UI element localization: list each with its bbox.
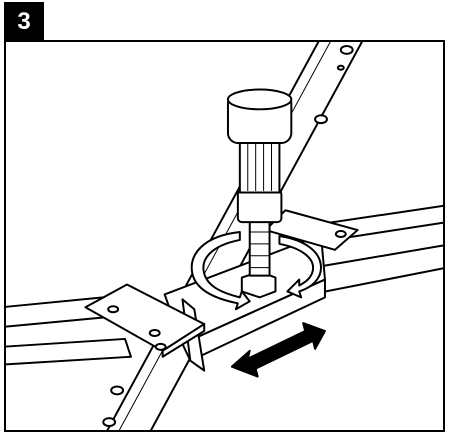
illustration-frame	[4, 40, 445, 432]
leveling-foot	[226, 88, 293, 299]
left-plate-edge	[161, 323, 206, 358]
step-number-badge: 3	[4, 2, 44, 42]
bar-hole	[339, 44, 354, 55]
flange-hole	[334, 230, 347, 238]
right-flange	[264, 209, 359, 251]
bar-hole	[336, 64, 345, 71]
step-number: 3	[17, 8, 31, 35]
left-bar	[6, 296, 109, 328]
plate-hole	[148, 329, 161, 337]
bracket-wall	[181, 278, 326, 362]
left-bar-lower	[6, 337, 132, 366]
bar-hole	[102, 417, 117, 428]
knob-collar	[236, 189, 283, 224]
plate-hole	[154, 342, 167, 351]
bar-hole	[314, 114, 328, 125]
bar-hole	[110, 385, 125, 396]
leveling-foot-illustration	[6, 42, 443, 430]
rotation-arrow-right	[278, 235, 322, 299]
rotation-arrow-icon	[190, 231, 322, 311]
plate-hole	[107, 305, 120, 314]
knob-shaft	[238, 139, 281, 194]
rotation-arrow-left	[190, 231, 251, 311]
double-headed-arrow-icon	[230, 322, 326, 378]
knob-top	[226, 88, 293, 111]
slide-arrow	[230, 322, 326, 378]
